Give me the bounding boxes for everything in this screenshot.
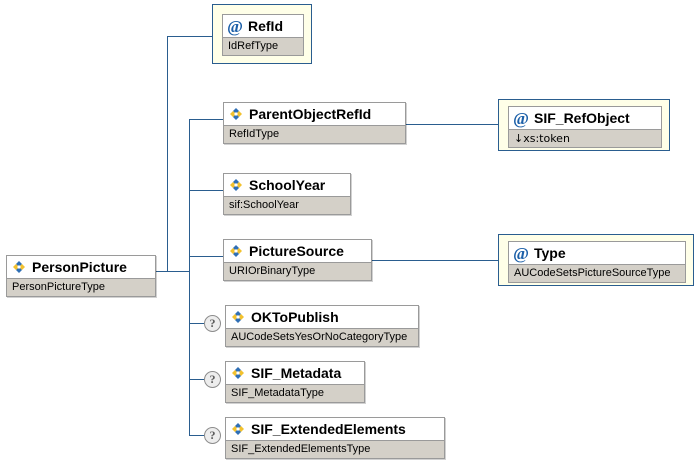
- node-school-year-type: sif:SchoolYear: [224, 196, 350, 214]
- connector-element-to-oktopublish: [189, 323, 204, 324]
- node-ok-to-publish-type: AUCodeSetsYesOrNoCategoryType: [226, 328, 418, 346]
- attribute-frame-sif-refobject: @ SIF_RefObject ↓xs:token: [498, 99, 670, 151]
- node-sif-extended-elements[interactable]: SIF_ExtendedElements SIF_ExtendedElement…: [225, 417, 445, 459]
- node-sif-refobject-type: ↓xs:token: [509, 129, 661, 147]
- connector-element-to-sifmetadata: [189, 379, 204, 380]
- element-icon: [11, 259, 27, 275]
- node-sif-extended-elements-title: SIF_ExtendedElements: [226, 418, 444, 440]
- node-sif-refobject[interactable]: @ SIF_RefObject ↓xs:token: [508, 106, 662, 148]
- node-person-picture[interactable]: PersonPicture PersonPictureType: [6, 255, 156, 297]
- node-sif-extended-elements-label: SIF_ExtendedElements: [251, 421, 406, 437]
- connector-root-to-attribute-stem: [155, 271, 189, 272]
- connector-element-to-parentobjectrefid: [189, 119, 223, 120]
- node-picture-source[interactable]: PictureSource URIOrBinaryType: [223, 239, 372, 281]
- node-sif-refobject-title: @ SIF_RefObject: [509, 107, 661, 129]
- connector-element-to-schoolyear: [189, 190, 223, 191]
- connector-picturesource-to-type: [372, 260, 498, 261]
- element-icon: [230, 421, 246, 437]
- node-sif-extended-elements-type: SIF_ExtendedElementsType: [226, 440, 444, 458]
- node-person-picture-label: PersonPicture: [32, 259, 127, 275]
- node-person-picture-type: PersonPictureType: [7, 278, 155, 296]
- element-icon: [230, 365, 246, 381]
- connector-element-vertical: [189, 119, 190, 435]
- node-person-picture-title: PersonPicture: [7, 256, 155, 278]
- node-sif-refobject-label: SIF_RefObject: [534, 110, 630, 126]
- node-type[interactable]: @ Type AUCodeSetsPictureSourceType: [508, 241, 686, 283]
- optional-marker-sif-metadata: ?: [204, 371, 221, 388]
- node-sif-metadata-type: SIF_MetadataType: [226, 384, 364, 402]
- attribute-at-icon: @: [513, 243, 529, 263]
- connector-attribute-to-refid: [167, 36, 213, 37]
- node-school-year-title: SchoolYear: [224, 174, 350, 196]
- optional-marker-sif-extendedelements: ?: [204, 427, 221, 444]
- node-parent-object-refid-type: RefIdType: [224, 125, 405, 143]
- node-type-type: AUCodeSetsPictureSourceType: [509, 264, 685, 282]
- optional-marker-oktopublish: ?: [204, 315, 221, 332]
- node-parent-object-refid-title: ParentObjectRefId: [224, 103, 405, 125]
- node-parent-object-refid-label: ParentObjectRefId: [249, 106, 372, 122]
- node-refid-type: IdRefType: [223, 37, 303, 55]
- node-school-year-label: SchoolYear: [249, 177, 326, 193]
- node-sif-metadata[interactable]: SIF_Metadata SIF_MetadataType: [225, 361, 365, 403]
- connector-element-to-picturesource: [189, 256, 223, 257]
- element-icon: [230, 309, 246, 325]
- node-parent-object-refid[interactable]: ParentObjectRefId RefIdType: [223, 102, 406, 144]
- attribute-frame-refid: @ RefId IdRefType: [212, 4, 312, 64]
- node-sif-metadata-label: SIF_Metadata: [251, 365, 342, 381]
- connector-parentobjectrefid-to-sifrefobject: [406, 124, 498, 125]
- node-refid-title: @ RefId: [223, 15, 303, 37]
- attribute-at-icon: @: [227, 16, 243, 36]
- node-refid[interactable]: @ RefId IdRefType: [222, 14, 304, 56]
- connector-element-to-sifextendedelements: [189, 435, 204, 436]
- node-type-title: @ Type: [509, 242, 685, 264]
- node-sif-metadata-title: SIF_Metadata: [226, 362, 364, 384]
- connector-attribute-vertical: [167, 36, 168, 272]
- node-picture-source-label: PictureSource: [249, 243, 344, 259]
- node-picture-source-title: PictureSource: [224, 240, 371, 262]
- element-icon: [228, 177, 244, 193]
- element-icon: [228, 243, 244, 259]
- node-ok-to-publish-title: OKToPublish: [226, 306, 418, 328]
- node-picture-source-type: URIOrBinaryType: [224, 262, 371, 280]
- node-ok-to-publish-label: OKToPublish: [251, 309, 339, 325]
- element-icon: [228, 106, 244, 122]
- node-school-year[interactable]: SchoolYear sif:SchoolYear: [223, 173, 351, 215]
- node-ok-to-publish[interactable]: OKToPublish AUCodeSetsYesOrNoCategoryTyp…: [225, 305, 419, 347]
- node-type-label: Type: [534, 245, 566, 261]
- node-refid-label: RefId: [248, 18, 283, 34]
- attribute-at-icon: @: [513, 108, 529, 128]
- attribute-frame-type: @ Type AUCodeSetsPictureSourceType: [498, 234, 694, 286]
